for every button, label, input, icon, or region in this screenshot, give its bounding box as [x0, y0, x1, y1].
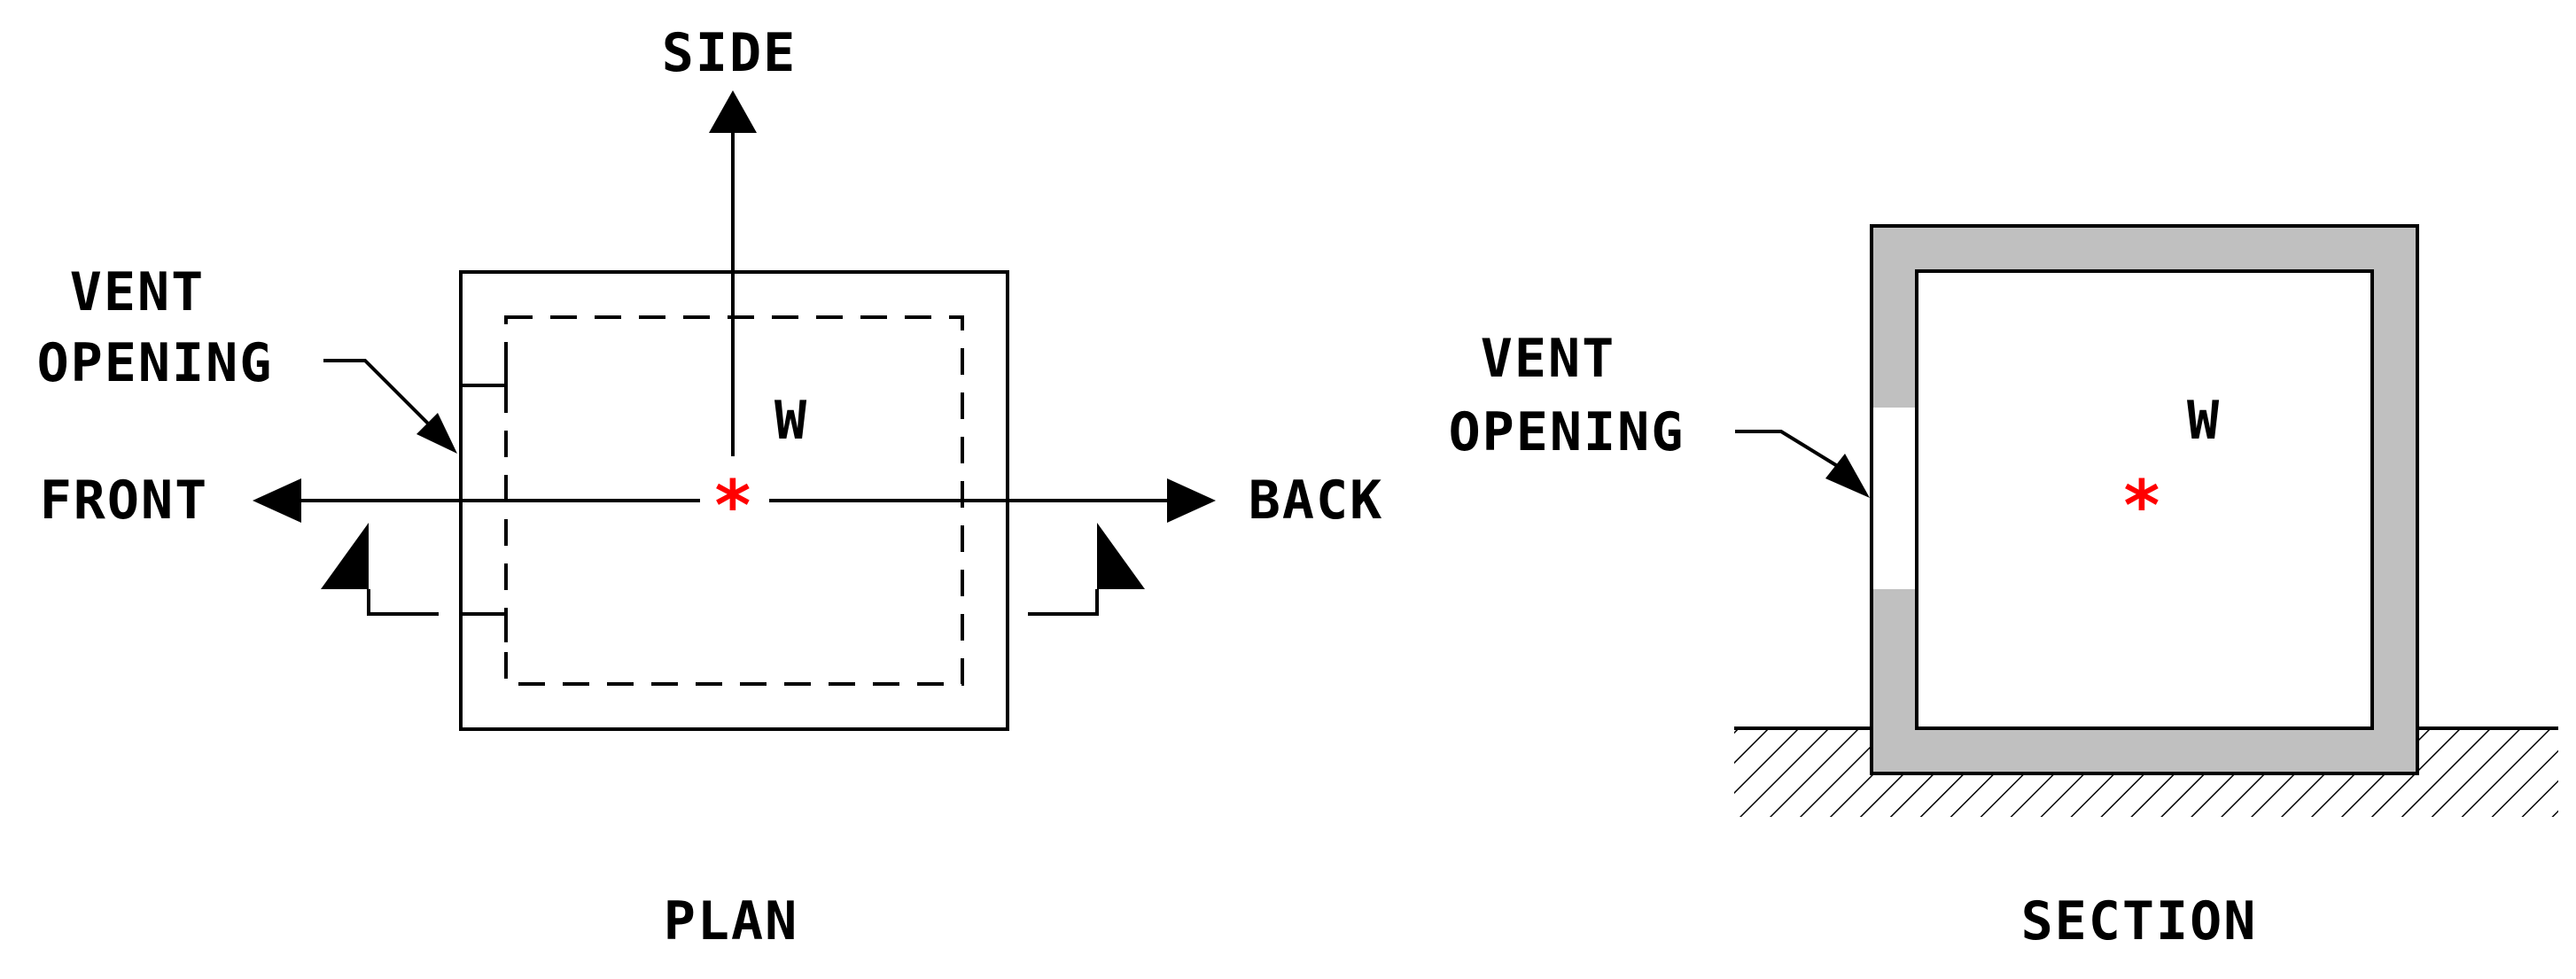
section-vent-opening	[1873, 408, 1915, 589]
plan-front-label: FRONT	[40, 470, 209, 532]
section-outer-outline	[1870, 224, 2419, 775]
section-caption: SECTION	[2021, 890, 2258, 952]
section-vent-label-line2: OPENING	[1449, 401, 1685, 463]
plan-vent-label-line2: OPENING	[37, 332, 274, 394]
plan-weight-label: W	[774, 390, 808, 452]
plan-vent-opening-lower-mark	[461, 612, 508, 642]
section-vent-leader-line	[1735, 430, 1845, 471]
plan-side-arrowhead	[709, 90, 757, 133]
section-weight-label: W	[2187, 390, 2221, 452]
section-center-of-gravity-marker: *	[2121, 467, 2163, 547]
section-vent-label-line1: VENT	[1481, 328, 1616, 390]
plan-side-label: SIDE	[662, 22, 798, 84]
plan-vent-label-line1: VENT	[70, 261, 206, 323]
plan-front-arrowhead	[253, 478, 301, 523]
plan-section-cut-marker-left	[321, 523, 439, 616]
section-view: VENT OPENING W * SECTION	[1449, 224, 2558, 952]
plan-vent-opening-upper-mark	[461, 359, 508, 387]
plan-view: SIDE VENT OPENING FRONT BACK W * PLAN	[37, 22, 1384, 952]
plan-center-of-gravity-marker: *	[712, 467, 754, 547]
plan-vent-leader-line	[323, 359, 436, 431]
plan-back-label: BACK	[1249, 470, 1384, 532]
plan-vent-leader-arrowhead	[416, 413, 457, 454]
plan-caption: PLAN	[664, 890, 799, 952]
plan-section-cut-marker-right	[1028, 523, 1145, 616]
section-vent-leader-arrowhead	[1825, 454, 1870, 498]
section-inner-outline	[1915, 269, 2374, 730]
plan-back-arrowhead	[1167, 478, 1216, 523]
